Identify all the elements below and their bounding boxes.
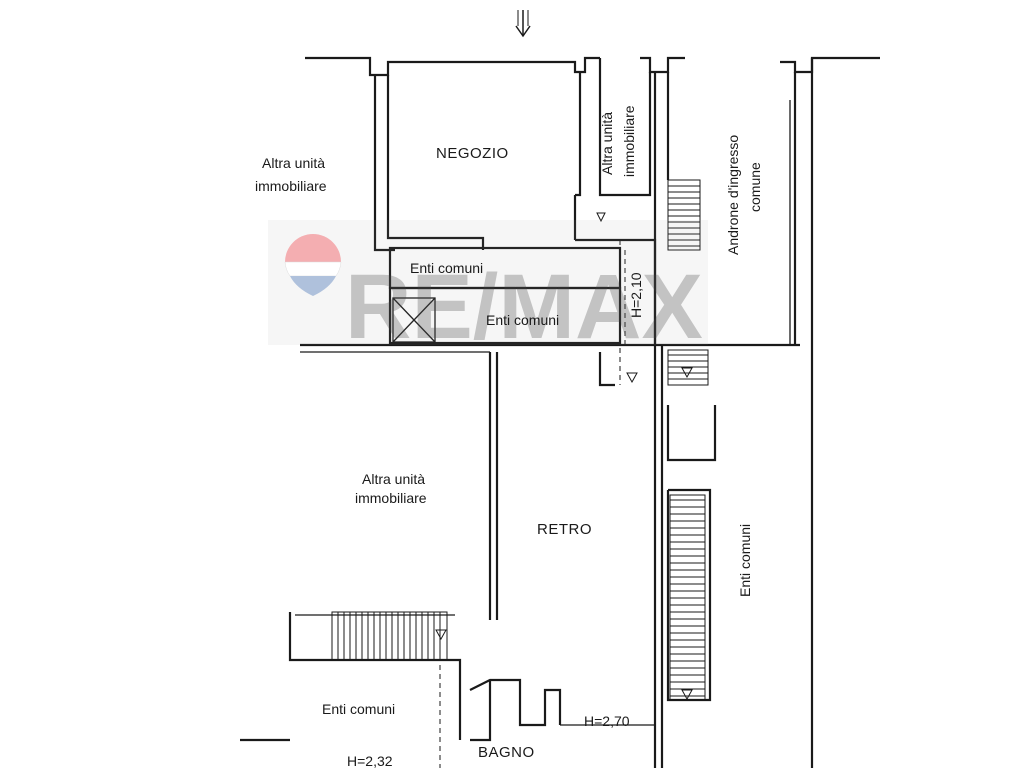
- label-androne-2: comune: [747, 162, 763, 212]
- staircase-small: [667, 349, 709, 386]
- label-enti-comuni-bottom: Enti comuni: [322, 701, 395, 717]
- staircase-androne: [667, 179, 701, 251]
- label-altra-unita-right-1: Altra unità: [599, 112, 615, 175]
- watermark-text: RE/MAX: [345, 256, 703, 358]
- label-altra-unita-right-2: immobiliare: [621, 105, 637, 177]
- label-altra-unita-mid-1: Altra unità: [362, 471, 425, 487]
- label-androne-1: Androne d'ingresso: [725, 135, 741, 255]
- label-enti-comuni-top: Enti comuni: [410, 260, 483, 276]
- entrance-arrow-icon: [515, 10, 531, 38]
- label-altra-unita-left-2: immobiliare: [255, 178, 327, 194]
- staircase-retro: [669, 494, 706, 701]
- label-altra-unita-mid-2: immobiliare: [355, 490, 427, 506]
- label-height-270: H=2,70: [584, 713, 630, 729]
- room-labels: NEGOZIO RETRO BAGNO Altra unità immobili…: [255, 105, 763, 768]
- walls: [240, 56, 880, 768]
- label-retro: RETRO: [537, 521, 592, 538]
- down-arrow-icon: [435, 212, 693, 701]
- label-altra-unita-left-1: Altra unità: [262, 155, 325, 171]
- label-enti-comuni-mid: Enti comuni: [486, 312, 559, 328]
- balloon-logo-icon: [284, 234, 342, 296]
- label-bagno: BAGNO: [478, 744, 535, 761]
- remax-watermark: RE/MAX: [268, 220, 708, 358]
- label-height-232: H=2,32: [347, 753, 393, 768]
- dashed-lines: [439, 195, 626, 768]
- label-height-210: H=2,10: [628, 272, 644, 318]
- staircase-enti-comuni: [331, 611, 448, 661]
- label-enti-comuni-right: Enti comuni: [737, 524, 753, 597]
- label-negozio: NEGOZIO: [436, 145, 509, 162]
